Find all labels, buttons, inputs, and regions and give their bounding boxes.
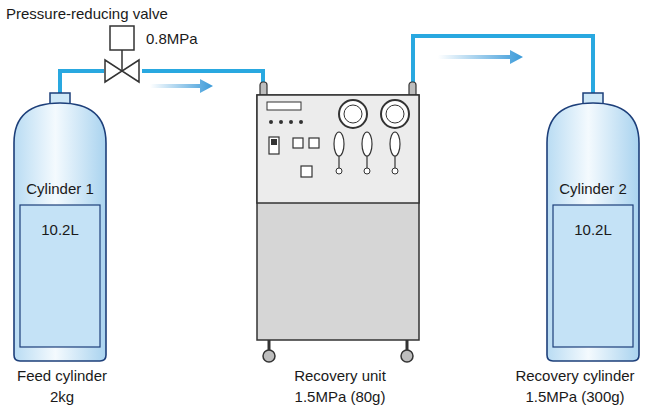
recovery-cylinder: Cylinder 210.2LRecovery cylinder 1.5MPa … xyxy=(545,93,641,420)
node-label: Cylinder 1 xyxy=(26,178,94,199)
valve-symbol: Pressure-reducing valve0.8MPa xyxy=(104,24,142,84)
pipe xyxy=(60,71,104,93)
recovery-unit: Recovery unit 1.5MPa (80g) xyxy=(255,82,421,420)
node-label: Recovery unit 1.5MPa (80g) xyxy=(280,365,400,407)
flow-arrow xyxy=(438,50,523,64)
node-label: Recovery cylinder 1.5MPa (300g) xyxy=(505,365,645,407)
pipe xyxy=(413,36,593,93)
flow-arrow xyxy=(150,79,213,93)
node-label: Cylinder 2 xyxy=(559,178,627,199)
node-label: 10.2L xyxy=(574,219,612,240)
node-label: Feed cylinder 2kg xyxy=(10,365,115,407)
feed-cylinder: Cylinder 110.2LFeed cylinder 2kg xyxy=(12,93,108,420)
node-label: Pressure-reducing valve xyxy=(6,3,168,24)
node-label: 0.8MPa xyxy=(146,28,198,49)
pipe xyxy=(142,71,263,82)
valve-symbol-outline xyxy=(104,24,142,84)
node-label: 10.2L xyxy=(41,219,79,240)
